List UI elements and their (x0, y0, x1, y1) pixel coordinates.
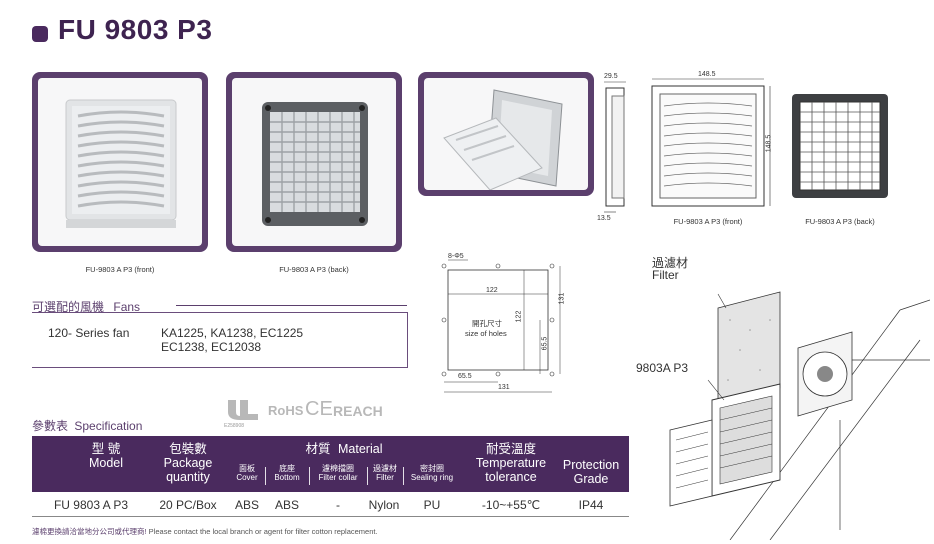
cutout-inner-height: 122 (515, 310, 523, 323)
th-cover: 面板 Cover (230, 464, 264, 483)
front-height-dim: 148.5 (765, 134, 773, 153)
cutout-outer-width: 131 (498, 384, 510, 391)
spec-header-band (32, 436, 629, 492)
rohs-mark: RoHS (268, 403, 304, 418)
th-package: 包裝數 Package quantity (150, 442, 226, 484)
cutout-label-en: size of holes (465, 329, 507, 338)
th-divider (265, 467, 266, 485)
footnote-en: Please contact the local branch or agent… (146, 527, 378, 536)
th-package-en2: quantity (166, 469, 210, 484)
drawing-caption-back: FU-9803 A P3 (back) (805, 217, 875, 226)
fans-box (32, 312, 408, 368)
td-model: FU 9803 A P3 (53, 498, 129, 512)
th-filter-en: Filter (376, 472, 394, 482)
product-photo-front (32, 72, 208, 252)
th-grade-en2: Grade (573, 471, 609, 486)
front-grille-illustration (65, 99, 177, 228)
td-bottom: ABS (274, 498, 299, 512)
dimension-drawings (604, 78, 888, 213)
th-temp-cn: 耐受溫度 (485, 442, 536, 456)
th-material: 材質 Material (230, 442, 458, 457)
page-title: FU 9803 P3 (58, 14, 213, 45)
th-collar-en: Filter collar (318, 472, 358, 482)
td-grade: IP44 (578, 498, 604, 512)
fan-series: 120- Series fan (48, 326, 130, 340)
th-seal-en: Sealing ring (410, 472, 454, 482)
th-temp-en2: tolerance (485, 469, 537, 484)
exploded-filter-en: Filter (652, 268, 679, 282)
td-seal: PU (423, 498, 441, 512)
td-package: 20 PC/Box (159, 498, 217, 512)
th-grade-en1: Protection (562, 458, 620, 472)
ul-logo-icon (228, 400, 258, 420)
th-divider (309, 467, 310, 485)
th-material-cn: 材質 (305, 442, 331, 456)
footnote: 濾棉更換請洽當地分公司或代理商! Please contact the loca… (32, 526, 378, 537)
side-depth-dim: 13.5 (597, 215, 611, 222)
exploded-assembly-drawing (669, 291, 930, 540)
exploded-part-label: 9803A P3 (636, 361, 689, 375)
td-temperature: -10~+55℃ (481, 498, 541, 512)
th-divider (367, 467, 368, 485)
td-filter: Nylon (368, 498, 400, 512)
th-cover-cn: 面板 (239, 464, 255, 473)
exploded-filter-cn: 過濾材 (652, 256, 689, 270)
cutout-drawing (441, 259, 561, 393)
th-material-en: Material (338, 442, 383, 456)
th-seal: 密封圈 Sealing ring (404, 464, 460, 483)
th-model-cn: 型 號 (91, 442, 121, 456)
th-package-en1: Package (163, 455, 213, 470)
th-bottom-cn: 底座 (279, 464, 295, 473)
cutout-label-cn: 開孔尺寸 (472, 319, 502, 328)
cutout-inner-width: 122 (486, 287, 498, 294)
footnote-cn: 濾棉更換請洽當地分公司或代理商! (32, 527, 147, 536)
open-cover-illustration (443, 89, 563, 190)
fans-heading-rule (176, 305, 407, 306)
th-package-cn: 包裝數 (169, 442, 207, 456)
ul-code: E258908 (224, 423, 245, 429)
fans-heading-en: Fans (113, 300, 141, 314)
ce-mark: CE (305, 398, 333, 420)
fan-models-line2: EC1238, EC12038 (161, 340, 262, 354)
front-width-dim: 148.5 (698, 71, 716, 78)
back-grille-illustration (262, 102, 368, 226)
table-bottom-rule (32, 516, 629, 517)
th-filter: 過濾材 Filter (368, 464, 402, 483)
th-seal-cn: 密封圈 (420, 464, 444, 473)
cutout-half-height: 65.5 (541, 336, 549, 351)
th-collar: 濾棉擋圈 Filter collar (310, 464, 366, 483)
spec-heading-en: Specification (74, 419, 143, 433)
spec-heading-cn: 參數表 (32, 419, 69, 433)
th-bottom: 底座 Bottom (266, 464, 308, 483)
th-cover-en: Cover (236, 472, 258, 482)
td-cover: ABS (234, 498, 259, 512)
drawing-caption-front: FU-9803 A P3 (front) (673, 217, 743, 226)
th-model: 型 號 Model (68, 442, 144, 471)
cutout-holes-dim: 8-Φ5 (448, 253, 464, 260)
th-filter-cn: 過濾材 (373, 464, 397, 473)
product-photo-back (226, 72, 402, 252)
th-bottom-en: Bottom (274, 472, 300, 482)
th-grade: Protection Grade (554, 458, 628, 487)
th-collar-cn: 濾棉擋圈 (322, 464, 354, 473)
spec-heading: 參數表 Specification (32, 417, 142, 434)
fans-heading: 可選配的風機 Fans (32, 298, 140, 315)
th-model-en: Model (88, 455, 124, 470)
title-bullet (32, 26, 48, 42)
fan-models-line1: KA1225, KA1238, EC1225 (161, 326, 304, 340)
reach-mark: REACH (333, 403, 383, 419)
th-temp-en1: Temperature (475, 455, 547, 470)
td-collar: - (336, 498, 340, 512)
photo-caption-front: FU-9803 A P3 (front) (85, 265, 155, 274)
th-temperature: 耐受溫度 Temperature tolerance (468, 442, 554, 484)
th-divider (403, 467, 404, 485)
product-photo-open (418, 72, 594, 196)
photo-caption-back: FU-9803 A P3 (back) (279, 265, 349, 274)
side-width-dim: 29.5 (604, 73, 618, 80)
fans-heading-cn: 可選配的風機 (32, 300, 105, 314)
cutout-half-width: 65.5 (458, 373, 472, 380)
cutout-outer-height: 131 (558, 292, 566, 305)
